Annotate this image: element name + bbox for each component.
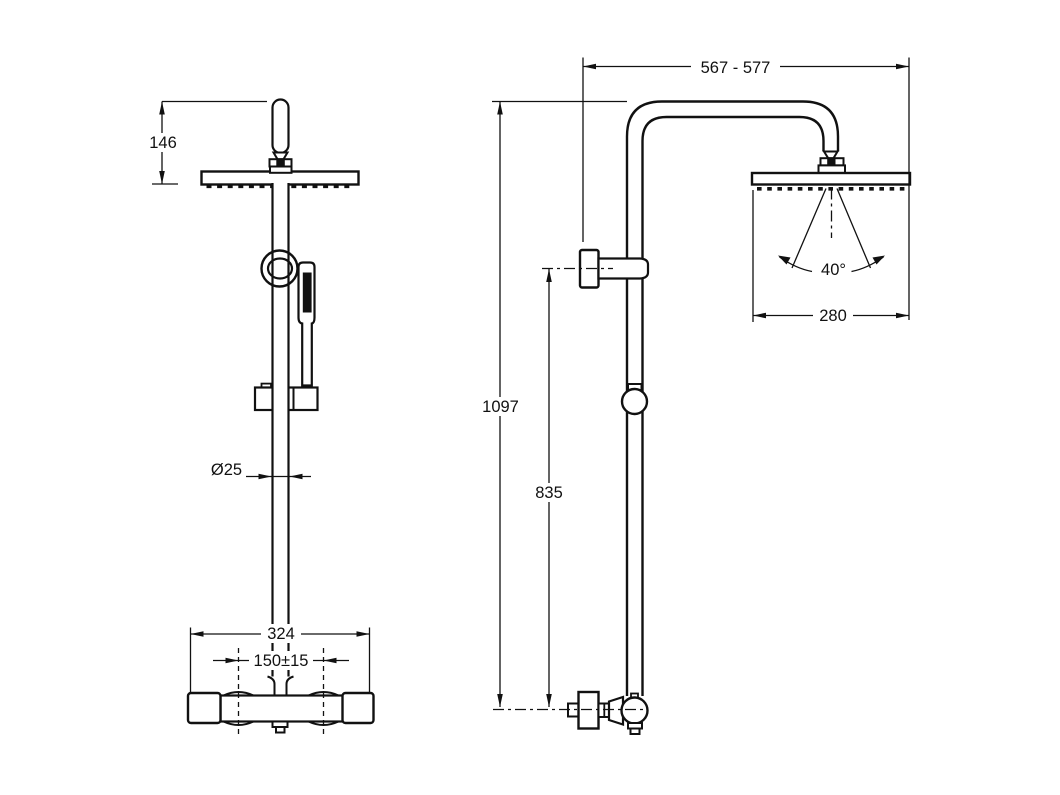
spray-line-right [836, 188, 872, 269]
side-view [567, 100, 912, 735]
dim-label-arm-reach: 567 - 577 [701, 59, 771, 77]
valve-handle-left [186, 691, 222, 725]
valve-body-side [607, 695, 625, 727]
dim-head-height: 146 [146, 100, 267, 185]
dim-head-width: 280 [752, 190, 909, 325]
front-view [186, 98, 375, 734]
spray-angle-arrow-left [778, 255, 791, 265]
dim-bracket-height: 835 [493, 267, 648, 711]
ball-joint-thread-front [276, 159, 285, 166]
dim-label-pipe-diameter: Ø25 [211, 461, 242, 479]
dim-inlet-spacing: 150±15 [213, 648, 349, 736]
spray-line-left [791, 188, 827, 269]
dim-arm-reach: 567 - 577 [582, 57, 910, 320]
dim-pipe-diameter: Ø25 [211, 461, 311, 480]
dim-label-head-width: 280 [819, 307, 847, 325]
valve-pipe-flare [267, 675, 294, 697]
dim-total-height: 1097 [477, 100, 627, 707]
valve-end-cap-side [620, 696, 649, 725]
hand-shower-spray-face [302, 272, 312, 313]
riser-top-rod-front [271, 98, 290, 155]
diverter-knob-inner [266, 257, 294, 280]
gooseneck-pipe-outer [625, 100, 840, 696]
dim-label-inlet-spacing: 150±15 [254, 652, 309, 670]
overhead-shower-plate-side [750, 171, 912, 186]
gooseneck-pipe-inner [641, 115, 825, 696]
valve-outlet-tip-front [275, 726, 286, 734]
valve-inlet-right-top [308, 691, 339, 697]
dim-label-bracket-height: 835 [535, 484, 563, 502]
wall-bracket-arm [597, 257, 650, 280]
ball-joint-thread-side [827, 158, 836, 165]
dim-label-valve-width: 324 [267, 625, 295, 643]
dim-label-head-height: 146 [149, 134, 177, 152]
valve-inlet-left-top [223, 691, 254, 697]
valve-body-front [219, 694, 345, 723]
dim-label-total-height: 1097 [482, 398, 519, 416]
slider-knob-side [620, 387, 649, 416]
valve-handle-side [577, 690, 600, 730]
dim-valve-width: 324 [189, 624, 371, 694]
diverter-knob-outer [260, 249, 299, 288]
ball-joint-taper-side [822, 150, 840, 160]
valve-handle-right [341, 691, 375, 725]
dim-label-spray-angle: 40° [821, 261, 846, 279]
spray-angle-arrow-right [872, 255, 885, 265]
spray-cone [778, 188, 885, 273]
riser-pipe-front [271, 183, 290, 678]
valve-outlet-tip-side [629, 727, 641, 735]
ball-joint-taper-front [271, 151, 290, 161]
dim-spray-angle: 40° [816, 260, 851, 279]
dimensions: 146 Ø25 324 150±15 [146, 57, 910, 736]
head-mount-front [269, 165, 293, 174]
